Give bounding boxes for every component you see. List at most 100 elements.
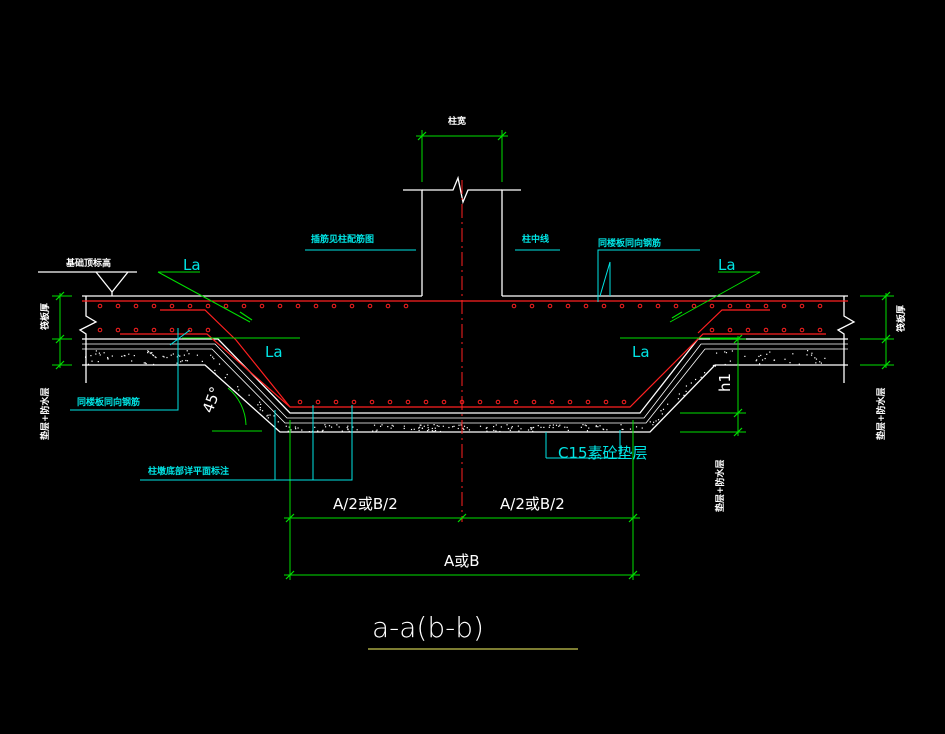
hatch-dot xyxy=(90,355,92,357)
hatch-dot xyxy=(662,408,665,410)
label-same-dir-top: 同楼板同向钢筋 xyxy=(598,237,661,249)
hatch-dot xyxy=(348,430,350,433)
hatch-dot xyxy=(259,401,261,403)
rebar-dot xyxy=(477,399,483,405)
hatch-dot xyxy=(678,393,681,395)
hatch-dot xyxy=(186,350,188,352)
hatch-dot xyxy=(458,424,460,426)
hatch-dot xyxy=(603,428,605,431)
hatch-dot xyxy=(179,355,181,357)
hatch-dot xyxy=(103,352,105,354)
hatch-dot xyxy=(238,389,240,391)
cushion-hatch xyxy=(82,343,848,424)
hatch-dot xyxy=(517,425,519,427)
rebar-dots xyxy=(97,303,823,405)
hatch-dot xyxy=(667,403,669,405)
hatch-dot xyxy=(724,351,726,353)
hatch-dot xyxy=(703,372,706,374)
hatch-dot xyxy=(485,427,487,429)
rebar-dot xyxy=(621,399,627,405)
hatch-dot xyxy=(582,424,584,426)
hatch-dot xyxy=(744,355,746,357)
hatch-dot xyxy=(759,363,761,365)
hatch-dot xyxy=(532,430,534,432)
rebar-dot xyxy=(763,303,769,309)
hatch-dot xyxy=(500,426,502,428)
hatch-dot xyxy=(419,426,421,428)
rebar-dot xyxy=(387,399,393,405)
hatch-dot xyxy=(434,427,436,429)
rebar-dot xyxy=(567,399,573,405)
label-column-center: 柱中线 xyxy=(522,233,549,245)
hatch-dot xyxy=(128,353,130,355)
rebar-dot xyxy=(423,399,429,405)
label-cushion-mid: 垫层+防水层 xyxy=(714,459,726,512)
hatch-dot xyxy=(552,427,554,429)
hatch-dot xyxy=(532,426,535,429)
rebar-dot xyxy=(313,303,319,309)
hatch-dot xyxy=(95,350,97,352)
hatch-dot xyxy=(773,359,775,361)
hatch-dot xyxy=(224,377,226,379)
rebar-dot xyxy=(133,327,139,333)
rebar-dot xyxy=(603,399,609,405)
hatch-dot xyxy=(277,421,279,423)
hatch-dot xyxy=(712,364,715,367)
hatch-dot xyxy=(420,424,422,426)
label-cushion: C15素砼垫层 xyxy=(558,444,648,462)
rebar-dot xyxy=(169,303,175,309)
hatch-dot xyxy=(427,424,429,426)
hatch-dot xyxy=(599,425,601,427)
label-h1: h1 xyxy=(716,373,734,392)
hatch-dot xyxy=(657,419,660,421)
column-right-edge xyxy=(501,189,521,296)
rebar-dot xyxy=(565,303,571,309)
hatch-dot xyxy=(181,360,183,362)
hatch-dot xyxy=(495,430,497,432)
hatch-dot xyxy=(621,428,623,431)
hatch-dot xyxy=(176,362,178,364)
hatch-dot xyxy=(509,429,511,431)
hatch-dot xyxy=(295,428,297,430)
hatch-dot xyxy=(317,430,319,432)
hatch-dot xyxy=(442,425,444,427)
hatch-dot xyxy=(324,426,327,428)
rebar-dot xyxy=(709,327,715,333)
rebar-dot xyxy=(223,303,229,309)
hatch-dot xyxy=(338,426,340,428)
anchor-right xyxy=(697,309,770,334)
hatch-dot xyxy=(427,427,429,429)
hatch-dot xyxy=(290,429,292,431)
column-left-edge xyxy=(403,189,423,296)
hatch-dot xyxy=(564,426,566,428)
hatch-dot xyxy=(760,354,762,357)
hatch-dot xyxy=(301,429,303,431)
hatch-dot xyxy=(162,355,164,357)
rebar-dot xyxy=(799,327,805,333)
hatch-dot xyxy=(457,427,459,430)
rebar-dot xyxy=(709,303,715,309)
hatch-dot xyxy=(543,426,545,429)
hatch-dot xyxy=(820,362,822,364)
rebar-dot xyxy=(331,303,337,309)
rebar-dot xyxy=(513,399,519,405)
rebar-dot xyxy=(763,327,769,333)
rebar-dot xyxy=(133,303,139,309)
hatch-dot xyxy=(806,350,809,352)
hatch-dot xyxy=(586,430,589,432)
hatch-dot xyxy=(201,360,203,363)
hatch-dot xyxy=(212,356,214,358)
hatch-dot xyxy=(87,363,90,365)
label-column-width: 柱宽 xyxy=(448,115,466,127)
hatch-dot xyxy=(226,373,228,376)
hatch-dot xyxy=(413,428,415,430)
hatch-dot xyxy=(537,425,539,427)
hatch-dot xyxy=(597,426,599,428)
hatch-dot xyxy=(269,414,271,416)
hatch-dot xyxy=(436,425,438,427)
hatch-dot xyxy=(811,352,813,354)
rebar xyxy=(82,300,848,408)
hatch-dot xyxy=(375,430,377,432)
hatch-dot xyxy=(121,355,123,357)
